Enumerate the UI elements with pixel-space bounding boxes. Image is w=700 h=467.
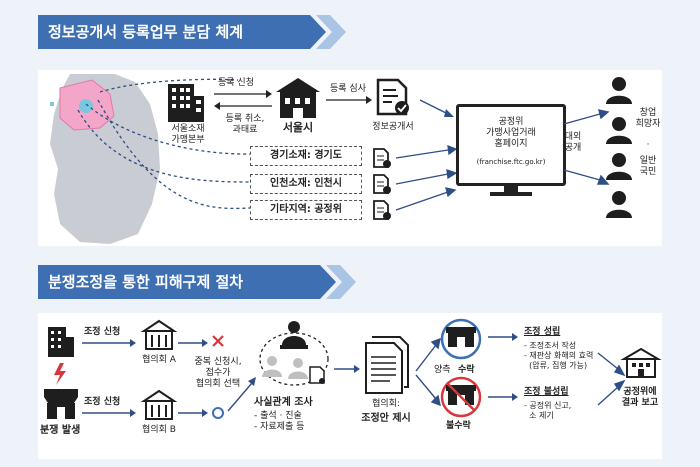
building-icon [620, 347, 662, 378]
building-icon [168, 84, 204, 122]
council-a-icon [140, 319, 178, 350]
map-connectors [77, 78, 251, 210]
arrow-icon [214, 90, 272, 110]
section1-title: 정보공개서 등록업무 분담 체계 [38, 15, 300, 49]
section2-title-bar: 분쟁조정을 통한 피해구제 절차 [38, 265, 368, 299]
register-review-label: 등록 심사 [330, 84, 366, 94]
person-icon [606, 153, 632, 180]
incheon-box: 인천소재: 인천시 [250, 174, 362, 194]
document-check-icon [373, 174, 391, 194]
audience-founder: 창업 희망자 [635, 108, 661, 129]
website-label: 공정위 가맹사업거래 홈페이지 [486, 117, 536, 149]
person-icon [606, 77, 632, 104]
store-icon [44, 389, 78, 419]
arrow-icon [326, 96, 372, 104]
city-hall-icon [276, 78, 320, 118]
seoul-label: 서울시 [282, 121, 314, 134]
person-icon [606, 191, 632, 218]
fail-title: 조정 불성립 [524, 387, 569, 397]
arrow-icon [178, 339, 208, 347]
chevron-icon [306, 265, 356, 299]
fail-items: - 공정위 신고, 소 제기 [524, 401, 572, 420]
investigation-items: - 출석 · 진술 - 자료제출 등 [254, 411, 305, 432]
arrow-icon [178, 409, 208, 417]
success-items: - 조정조서 작성 - 재판상 화해의 효력 (압류, 집행 가능) [524, 341, 594, 370]
dispute-label: 분쟁 발생 [40, 425, 81, 436]
arrow-icon [488, 393, 518, 401]
arrow-icon [82, 339, 136, 347]
website-url: (franchise.ftc.go.kr) [476, 158, 546, 166]
meeting-icon [259, 321, 329, 386]
success-title: 조정 성립 [524, 327, 561, 337]
dispute-panel: 분쟁 발생 조정 신청 조정 신청 협의회 A 협의회 B 중복 신청시, 접수… [38, 313, 662, 459]
documents-icon [365, 336, 409, 394]
reject-label: 불수락 [446, 421, 471, 431]
council-b-label: 협의회 B [142, 425, 176, 435]
building-icon [48, 327, 74, 357]
chevron-icon [296, 15, 346, 49]
apply-label-1: 조정 신청 [84, 327, 121, 337]
document-check-icon [373, 200, 391, 220]
x-mark-icon [212, 335, 224, 347]
store-accept-icon [440, 318, 482, 360]
arrow-icon [563, 109, 610, 185]
arrow-icon [415, 337, 441, 407]
monitor-stand-icon [490, 184, 532, 196]
section1-title-bar: 정보공개서 등록업무 분담 체계 [38, 15, 348, 49]
lightning-icon [54, 363, 66, 385]
public-disclosure-label: 대외 공개 [564, 132, 582, 153]
accept-prefix: 양측 [434, 365, 451, 375]
arrow-icon [488, 333, 518, 341]
register-cancel-label: 등록 취소, 과태료 [225, 114, 265, 135]
website-monitor: 공정위 가맹사업거래 홈페이지 (franchise.ftc.go.kr) [456, 104, 566, 186]
store-reject-icon [440, 376, 482, 418]
person-icon [606, 117, 632, 144]
apply-label-2: 조정 신청 [84, 397, 121, 407]
circle-mark-icon [212, 407, 224, 419]
proposal-label: 조정안 제시 [361, 413, 411, 424]
accept-label: 수락 [458, 365, 475, 375]
arrow-icon [82, 409, 136, 417]
arrow-icon [419, 99, 454, 117]
duplicate-note: 중복 신청시, 접수가 협의회 선택 [194, 357, 242, 389]
register-request-label: 등록 신청 [218, 78, 254, 88]
audience-public: 일반 국민 [639, 156, 657, 177]
gyeonggi-box: 경기소재: 경기도 [250, 146, 362, 166]
council-b-icon [140, 389, 178, 420]
arrow-icon [227, 377, 256, 412]
document-check-icon [376, 78, 409, 116]
document-check-icon [373, 148, 391, 168]
other-region-box: 기타지역: 공정위 [250, 200, 362, 220]
arrow-icon [597, 352, 626, 406]
arrow-icon [334, 365, 360, 373]
investigation-title: 사실관계 조사 [254, 397, 313, 408]
proposal-prefix: 협의회: [372, 399, 400, 409]
audience-dot: · [646, 140, 650, 150]
disclosure-doc-label: 정보공개서 [372, 122, 414, 132]
disclosure-panel: 서울소재 가맹본부 등록 신청 등록 취소, 과태료 서울시 등록 심사 정보공… [38, 70, 662, 246]
section2-title: 분쟁조정을 통한 피해구제 절차 [38, 265, 310, 299]
hq-label: 서울소재 가맹본부 [171, 124, 205, 145]
report-label: 공정위에 결과 보고 [621, 387, 659, 408]
council-a-label: 협의회 A [142, 355, 176, 365]
arrow-icon [395, 145, 458, 211]
